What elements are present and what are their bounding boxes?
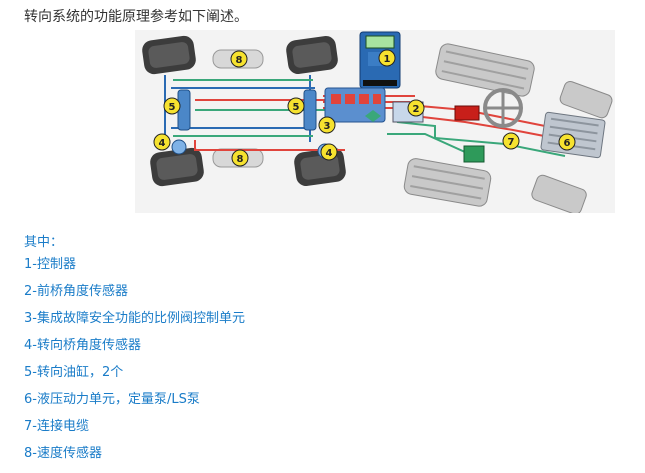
legend-item-5: 5-转向油缸，2个: [24, 365, 124, 380]
legend-item-7: 7-连接电缆: [24, 419, 89, 434]
wheel-mid-top: [286, 35, 338, 75]
svg-text:3: 3: [324, 121, 331, 132]
svg-text:5: 5: [293, 102, 300, 113]
track-front-top: [435, 43, 535, 97]
wheel-rear-top-left: [142, 35, 196, 75]
legend-item-3: 3-集成故障安全功能的比例阀控制单元: [24, 311, 245, 326]
steering-system-diagram: 1 2 3 4 4 5 5 6 7 8 8: [135, 30, 615, 213]
badge-8-bottom: 8: [231, 149, 249, 167]
svg-text:8: 8: [237, 154, 244, 165]
connector-box: [463, 145, 485, 163]
svg-text:8: 8: [236, 55, 243, 66]
svg-text:1: 1: [384, 54, 391, 65]
track-right-top: [559, 81, 613, 119]
svg-text:2: 2: [413, 104, 420, 115]
badge-4-right: 4: [320, 143, 338, 161]
badge-2: 2: [407, 99, 425, 117]
badge-8-top: 8: [230, 50, 248, 68]
svg-text:4: 4: [326, 148, 333, 159]
badge-7: 7: [502, 132, 520, 150]
badge-3: 3: [318, 116, 336, 134]
steering-cylinder-left: [177, 89, 191, 131]
badge-5-left: 5: [163, 97, 181, 115]
steering-cylinder-right: [303, 89, 317, 131]
steering-wheel: [483, 88, 523, 128]
svg-text:7: 7: [508, 137, 515, 148]
svg-text:4: 4: [159, 138, 166, 149]
intro-text: 转向系统的功能原理参考如下阐述。: [24, 9, 248, 25]
badge-5-right: 5: [287, 97, 305, 115]
svg-text:6: 6: [564, 138, 571, 149]
legend-item-8: 8-速度传感器: [24, 446, 102, 461]
legend-item-1: 1-控制器: [24, 257, 76, 272]
legend-item-2: 2-前桥角度传感器: [24, 284, 128, 299]
hydraulic-power-unit: [540, 111, 606, 159]
track-right-bottom: [531, 174, 587, 213]
axle-angle-sensor-left: [171, 139, 187, 155]
legend-item-4: 4-转向桥角度传感器: [24, 338, 141, 353]
track-front-bottom: [403, 158, 492, 207]
badge-6: 6: [558, 133, 576, 151]
legend-list: 1-控制器 2-前桥角度传感器 3-集成故障安全功能的比例阀控制单元 4-转向桥…: [24, 257, 245, 473]
legend-item-6: 6-液压动力单元，定量泵/LS泵: [24, 392, 200, 407]
badge-4-left: 4: [153, 133, 171, 151]
badge-1: 1: [378, 49, 396, 67]
electronics-box: [454, 105, 480, 121]
legend-heading: 其中：: [24, 235, 64, 250]
svg-text:5: 5: [169, 102, 176, 113]
wheel-rear-bottom-left: [150, 147, 204, 187]
proportional-valve-unit: [324, 87, 386, 123]
